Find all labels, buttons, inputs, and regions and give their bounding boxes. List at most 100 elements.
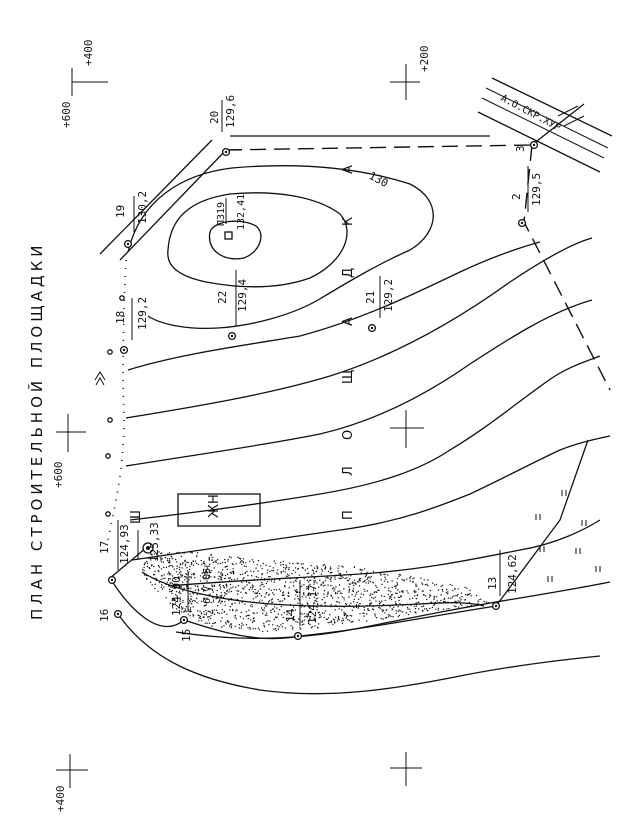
sand-dot [286, 613, 288, 616]
sand-dot [233, 578, 236, 581]
sand-dot [324, 568, 326, 570]
sand-dot [160, 568, 163, 570]
sand-dot [381, 605, 383, 607]
sand-dot [143, 563, 146, 566]
sand-dot [381, 609, 383, 611]
sand-dot [466, 594, 469, 596]
sand-dot [235, 563, 237, 565]
sand-dot [189, 607, 192, 609]
sand-dot [364, 575, 367, 578]
sand-dot [432, 582, 434, 584]
sand-dot [443, 600, 445, 603]
sand-dot [314, 580, 317, 582]
sand-dot [157, 590, 159, 592]
sand-dot [173, 598, 176, 601]
sand-dot [334, 576, 336, 578]
survey-point-elevation: 129,2 [382, 279, 395, 312]
sand-dot [239, 616, 242, 618]
grid-label-mid-left: +600 [52, 462, 65, 489]
sand-dot [245, 562, 247, 564]
sand-dot [235, 610, 237, 612]
sand-dot [324, 584, 326, 586]
sand-dot [262, 609, 264, 611]
sand-dot [153, 574, 156, 576]
sand-dot [176, 551, 178, 554]
sand-dot [210, 570, 212, 572]
sand-dot [326, 595, 328, 597]
sand-dot [220, 571, 222, 573]
sand-dot [341, 565, 343, 567]
sand-dot [206, 567, 209, 569]
sand-dot [329, 614, 331, 616]
sand-dot [320, 573, 323, 575]
sand-dot [172, 598, 174, 600]
sand-dot [298, 618, 300, 620]
sand-dot [194, 600, 196, 602]
sand-dot [230, 627, 232, 629]
sand-dot [355, 605, 357, 607]
sand-dot [218, 612, 221, 615]
sand-dot [291, 609, 294, 611]
sand-dot [280, 561, 282, 564]
sand-dot [333, 590, 335, 592]
sand-dot [437, 609, 439, 611]
sand-dot [168, 562, 170, 564]
sand-dot [356, 601, 358, 604]
sand-dot [165, 566, 168, 569]
sand-dot [254, 588, 256, 591]
sand-dot [204, 577, 207, 579]
sand-dot [288, 568, 290, 571]
sand-dot [264, 614, 267, 616]
sand-dot [158, 551, 160, 553]
sand-dot [366, 571, 368, 573]
sand-dot [184, 560, 186, 562]
sand-dot [219, 581, 221, 583]
sand-dot [391, 580, 393, 582]
sand-dot [214, 576, 216, 578]
sand-dot [285, 575, 288, 577]
sand-dot [456, 595, 458, 597]
sand-dot [395, 585, 397, 587]
sand-dot [387, 614, 390, 616]
sand-dot [249, 586, 252, 589]
sand-dot [226, 573, 229, 575]
sand-dot [196, 552, 199, 554]
sand-dot [306, 602, 308, 604]
sand-dot [363, 615, 365, 617]
sand-dot [341, 592, 343, 594]
sand-dot [276, 607, 278, 609]
sand-dot [377, 589, 379, 591]
sand-dot [179, 597, 181, 599]
sand-dot [383, 580, 386, 582]
sand-dot [208, 570, 211, 572]
sand-dot [222, 584, 224, 587]
sand-dot [413, 577, 415, 579]
sand-dot [280, 571, 282, 573]
sand-dot [307, 581, 310, 583]
grid-cross-top-left [71, 68, 108, 96]
sand-dot [206, 622, 208, 624]
sand-dot [354, 582, 357, 584]
sand-dot [277, 573, 279, 575]
sand-dot [353, 566, 356, 569]
sand-dot [353, 584, 355, 587]
sand-dot [376, 586, 378, 588]
sand-dot [422, 602, 425, 605]
sand-dot [261, 581, 263, 584]
sand-dot [355, 606, 358, 609]
sand-dot [205, 570, 208, 573]
sand-dot [344, 612, 346, 615]
sand-dot [322, 581, 324, 583]
sand-dot [288, 574, 290, 577]
sand-dot [247, 627, 249, 629]
sand-dot [418, 601, 420, 604]
sand-dot [273, 618, 276, 620]
sand-dot [370, 575, 372, 578]
benchmark-name: П319 [216, 202, 227, 226]
sand-dot [270, 580, 273, 582]
sand-dot [330, 584, 332, 587]
sand-dot [248, 588, 250, 591]
site-letter: А [341, 165, 356, 174]
sand-dot [343, 611, 345, 614]
sand-dot [190, 563, 192, 566]
